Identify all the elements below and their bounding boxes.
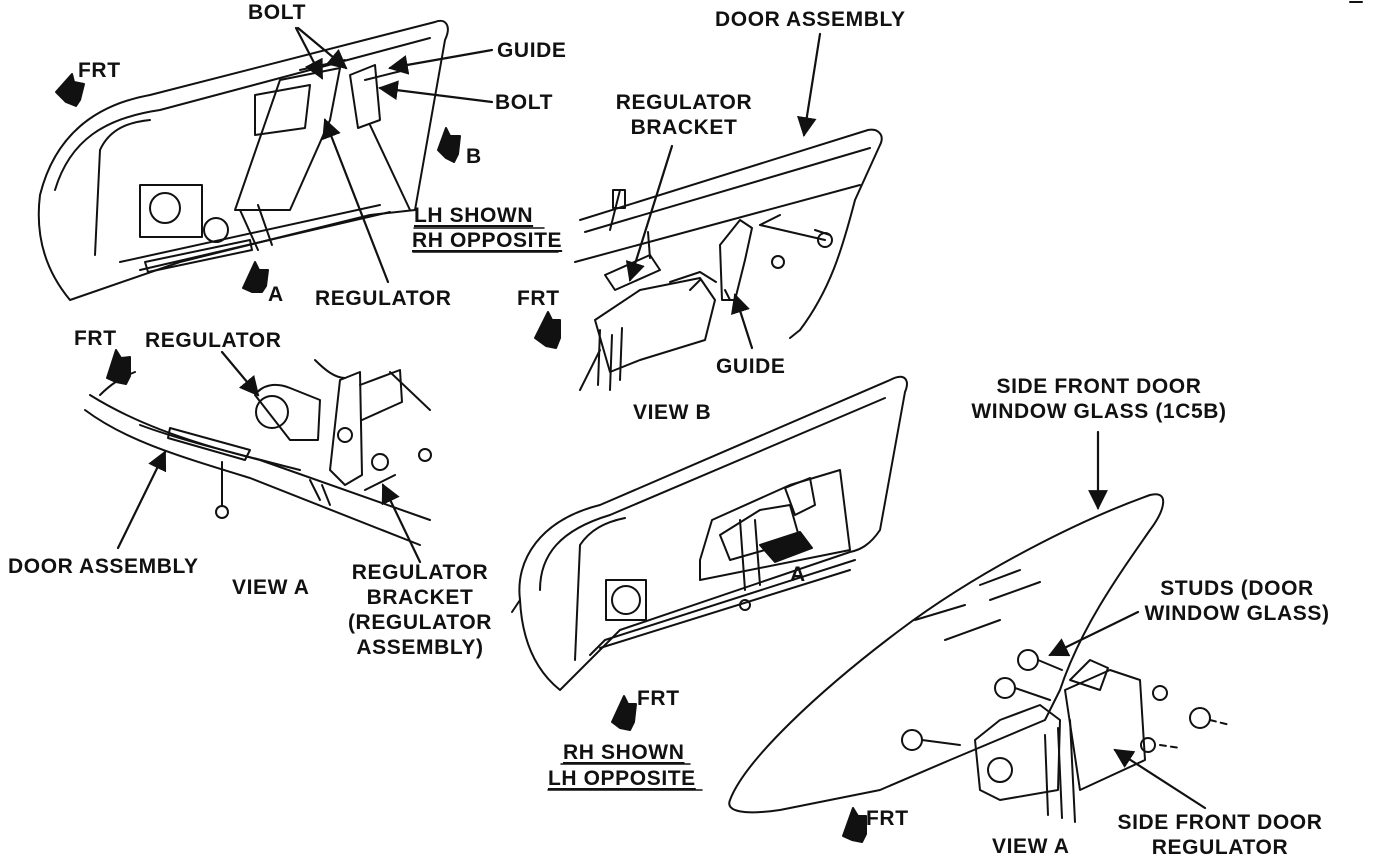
- label-view-b: VIEW B: [633, 401, 712, 424]
- label-rh-shown: RH SHOWN: [563, 741, 685, 764]
- label-view-a-right: VIEW A: [992, 835, 1070, 858]
- label-window-glass-line-1: SIDE FRONT DOOR: [996, 375, 1202, 398]
- label-regulator-top: REGULATOR: [315, 287, 452, 310]
- label-studs-door-window-glass: STUDS (DOOR WINDOW GLASS): [1132, 576, 1342, 626]
- door-assembly-top-left: [37, 20, 449, 301]
- label-side-front-door-window-glass: SIDE FRONT DOOR WINDOW GLASS (1C5B): [955, 374, 1243, 424]
- label-guide-top: GUIDE: [497, 39, 567, 62]
- label-frt-4: FRT: [637, 687, 680, 710]
- label-view-a-left: VIEW A: [232, 576, 310, 599]
- label-studs-line-2: WINDOW GLASS): [1144, 602, 1330, 625]
- label-regulator-left: REGULATOR: [145, 329, 282, 352]
- label-bolt-top: BOLT: [248, 1, 306, 24]
- label-view-letter-a-center: A: [790, 563, 806, 586]
- door-assembly-bottom-center: [511, 375, 908, 691]
- label-lh-opposite: LH OPPOSITE: [548, 767, 696, 790]
- label-regulator-bracket-line-1: REGULATOR: [351, 561, 489, 584]
- label-regulator-bracket-line-4: ASSEMBLY): [356, 636, 484, 659]
- label-door-assembly-left: DOOR ASSEMBLY: [8, 555, 199, 578]
- label-view-letter-b: B: [466, 145, 482, 168]
- door-assembly-view-b: [574, 128, 883, 391]
- label-frt-2: FRT: [517, 287, 560, 310]
- window-glass-assembly: [728, 493, 1231, 823]
- label-bolt-right: BOLT: [495, 91, 553, 114]
- note-underlines: [412, 227, 703, 791]
- label-frt-5: FRT: [866, 807, 909, 830]
- label-regulator-bracket-assembly: REGULATOR BRACKET (REGULATOR ASSEMBLY): [336, 560, 504, 660]
- label-lh-shown: LH SHOWN: [414, 204, 534, 227]
- direction-arrows: [55, 73, 867, 843]
- label-door-assembly-top: DOOR ASSEMBLY: [715, 8, 906, 31]
- label-side-front-door-regulator-line-2: REGULATOR: [1151, 836, 1289, 859]
- label-regulator-bracket-top-line-1: REGULATOR: [615, 91, 753, 114]
- label-window-glass-line-2: WINDOW GLASS (1C5B): [971, 400, 1227, 423]
- label-view-letter-a-top: A: [268, 283, 284, 306]
- label-regulator-bracket-top-line-2: BRACKET: [630, 116, 738, 139]
- label-side-front-door-regulator: SIDE FRONT DOOR REGULATOR: [1100, 810, 1340, 860]
- label-frt-1: FRT: [78, 59, 121, 82]
- label-regulator-bracket-top: REGULATOR BRACKET: [605, 90, 763, 140]
- label-regulator-bracket-line-2: BRACKET: [366, 586, 474, 609]
- regulator-detail-view-a: [84, 359, 432, 546]
- label-regulator-bracket-line-3: (REGULATOR: [347, 611, 493, 634]
- label-rh-opposite: RH OPPOSITE: [412, 229, 563, 252]
- label-guide-bottom: GUIDE: [716, 355, 786, 378]
- leader-arrows: [116, 26, 1207, 810]
- label-studs-line-1: STUDS (DOOR: [1160, 577, 1314, 600]
- label-frt-3: FRT: [74, 327, 117, 350]
- label-side-front-door-regulator-line-1: SIDE FRONT DOOR: [1117, 811, 1323, 834]
